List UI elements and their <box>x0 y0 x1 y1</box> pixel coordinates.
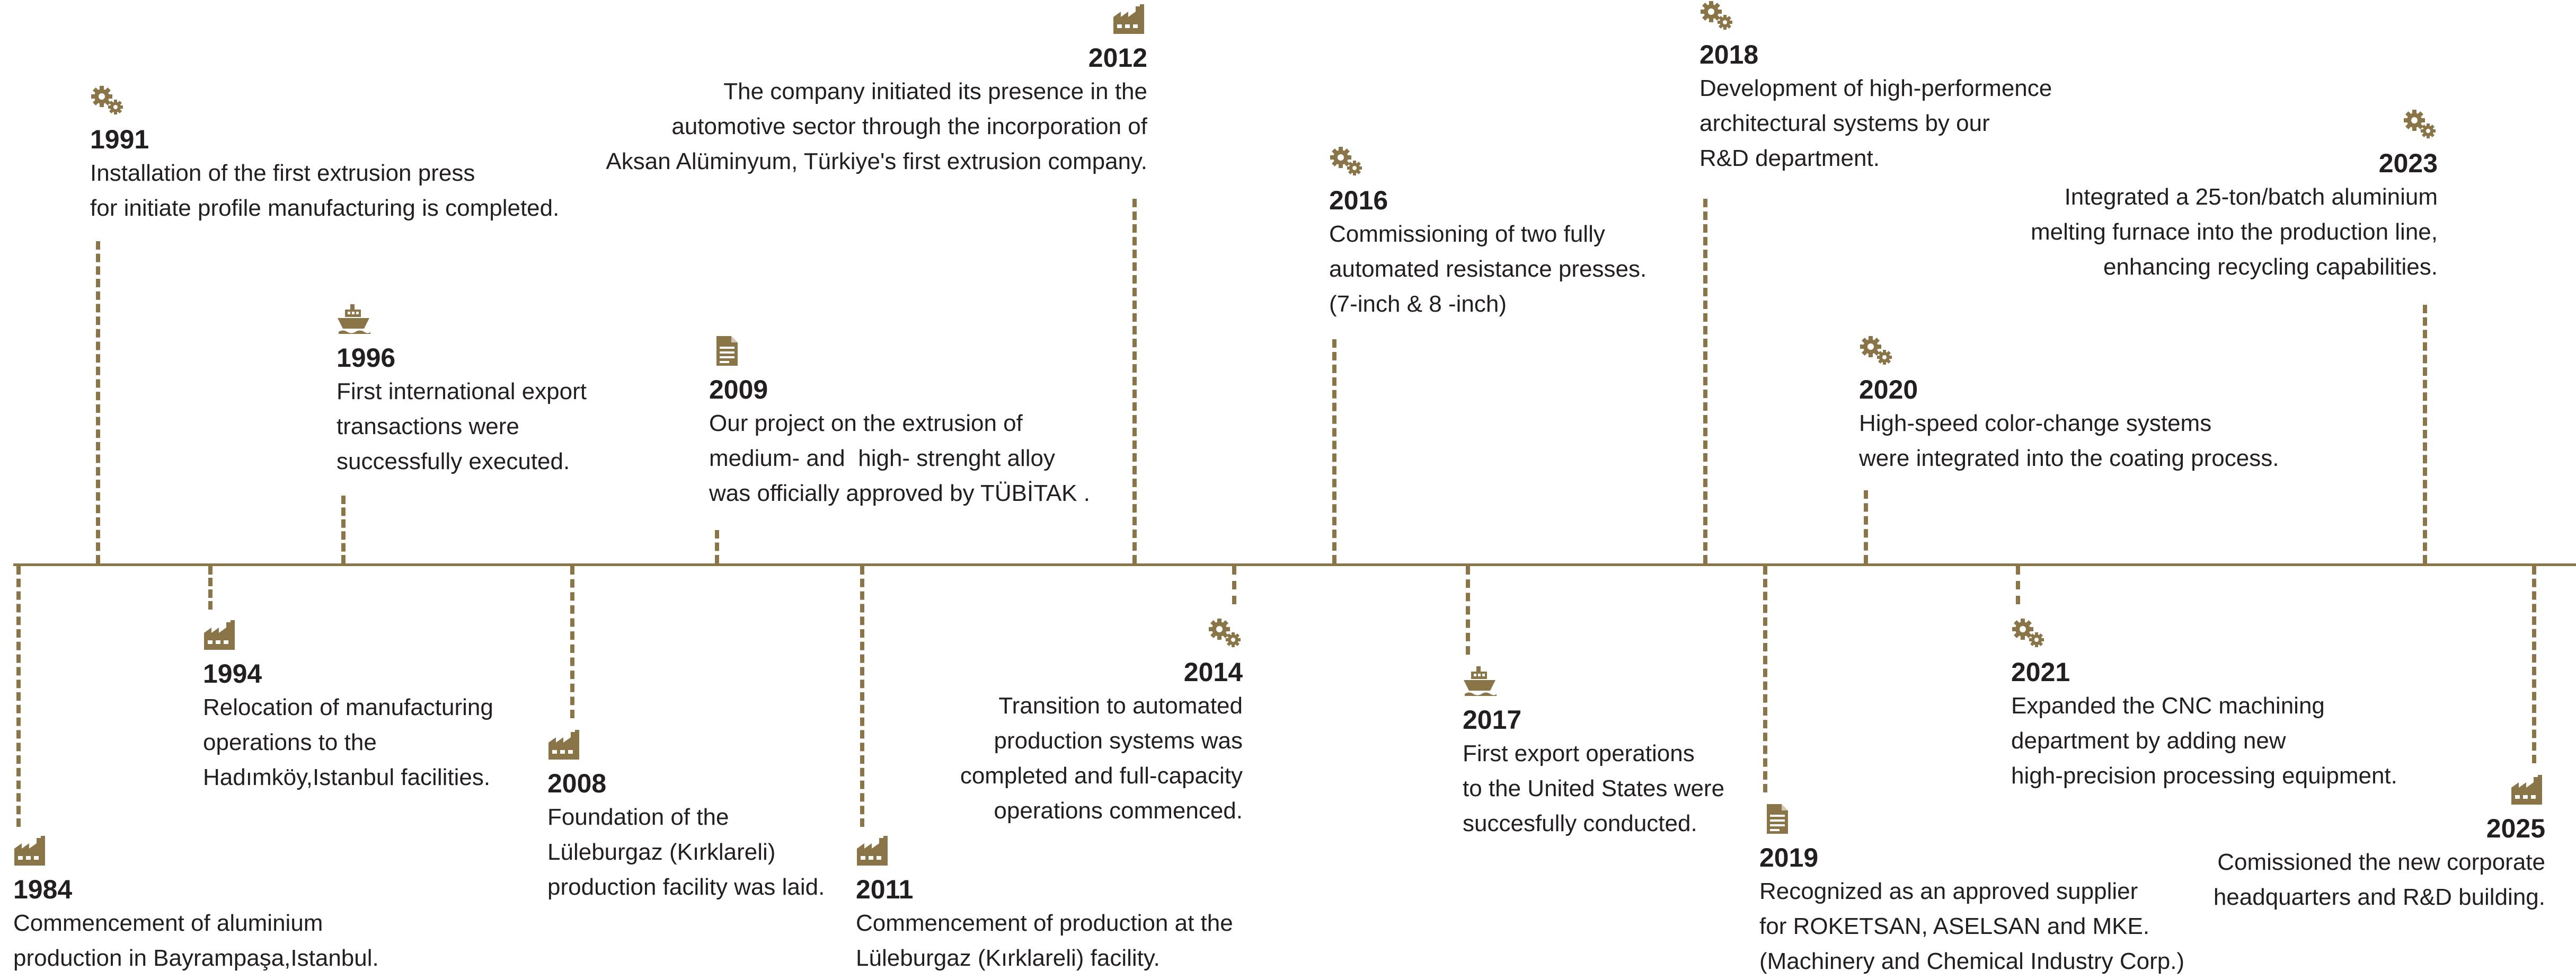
timeline-connector <box>715 530 719 563</box>
event-year: 1984 <box>13 875 73 904</box>
timeline-connector <box>208 566 213 610</box>
gears-icon <box>1859 335 1894 367</box>
timeline-connector <box>1466 566 1470 655</box>
event-description: First export operations to the United St… <box>1463 740 1725 836</box>
event-year: 2019 <box>1759 843 1819 872</box>
event-description: Installation of the first extrusion pres… <box>90 160 560 221</box>
event-description: Development of high-performence architec… <box>1699 75 2052 171</box>
gears-icon <box>2403 109 2438 140</box>
timeline-connector <box>1864 490 1868 563</box>
gears-icon <box>90 85 125 117</box>
event-year: 2017 <box>1463 705 1522 735</box>
event-description: Recognized as an approved supplier for R… <box>1759 878 2185 974</box>
factory-icon <box>1112 3 1147 35</box>
event-year: 2018 <box>1699 40 1759 69</box>
timeline-connector <box>341 496 346 563</box>
event-description: High-speed color-change systems were int… <box>1859 410 2279 471</box>
event-description: Our project on the extrusion of medium- … <box>709 410 1090 506</box>
factory-icon <box>547 729 582 761</box>
gears-icon <box>1208 618 1243 649</box>
event-description: Integrated a 25-ton/batch aluminium melt… <box>2030 184 2438 280</box>
timeline-connector <box>96 241 100 563</box>
event-description: First international export transactions … <box>337 378 587 474</box>
gears-icon <box>2011 618 2046 649</box>
timeline-connector <box>2423 305 2427 563</box>
event-year: 2012 <box>1088 43 1147 73</box>
event-description: Transition to automated production syste… <box>960 693 1243 824</box>
event-year: 2014 <box>1183 657 1243 687</box>
event-year: 2020 <box>1859 375 1918 404</box>
event-year: 1991 <box>90 125 149 154</box>
factory-icon <box>2510 774 2545 806</box>
event-year: 2021 <box>2011 657 2070 687</box>
timeline-connector <box>16 566 21 827</box>
gears-icon <box>1329 146 1364 178</box>
event-description: Commissioning of two fully automated res… <box>1329 221 1647 317</box>
timeline-connector <box>2016 566 2020 604</box>
event-description: The company initiated its presence in th… <box>606 78 1147 174</box>
factory-icon <box>856 835 891 867</box>
event-description: Commencement of production at the Lülebu… <box>856 910 1233 971</box>
event-description: Foundation of the Lüleburgaz (Kırklareli… <box>547 804 825 900</box>
event-description: Expanded the CNC machining department by… <box>2011 693 2397 789</box>
event-description: Relocation of manufacturing operations t… <box>203 694 493 790</box>
gears-icon <box>1699 0 1734 32</box>
timeline-connector <box>1132 199 1137 563</box>
timeline-connector <box>570 566 574 718</box>
event-year: 1996 <box>337 343 396 373</box>
timeline-connector <box>860 566 864 827</box>
timeline-connector <box>2532 566 2536 763</box>
timeline-connector <box>1232 566 1236 604</box>
timeline-connector <box>1332 339 1336 563</box>
timeline-axis <box>13 563 2576 566</box>
timeline-connector <box>1763 566 1767 792</box>
event-description: Comissioned the new corporate headquarte… <box>2213 849 2545 910</box>
event-year: 2016 <box>1329 186 1388 215</box>
document-icon <box>1759 803 1794 835</box>
event-year: 2008 <box>547 769 607 798</box>
event-year: 2023 <box>2378 148 2438 178</box>
ship-icon <box>337 303 371 335</box>
event-year: 2009 <box>709 375 768 404</box>
timeline-connector <box>1703 199 1707 563</box>
ship-icon <box>1463 665 1498 697</box>
document-icon <box>709 335 744 367</box>
factory-icon <box>13 835 48 867</box>
event-description: Commencement of aluminium production in … <box>13 910 379 971</box>
event-year: 2011 <box>856 875 914 904</box>
event-year: 1994 <box>203 659 262 689</box>
event-year: 2025 <box>2486 814 2545 843</box>
factory-icon <box>203 619 238 651</box>
